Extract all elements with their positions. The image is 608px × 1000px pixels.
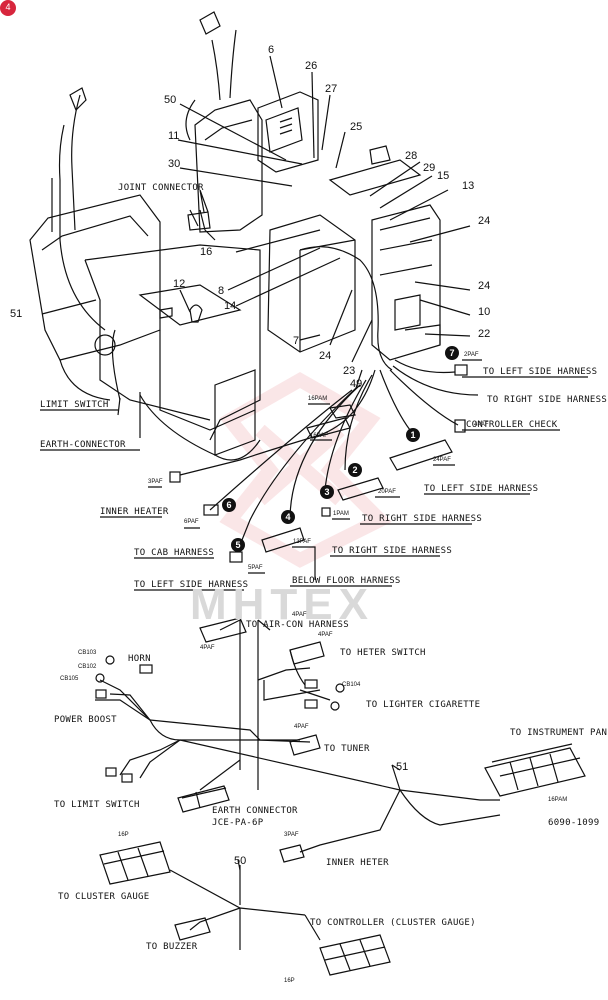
part-51: 51: [10, 308, 23, 320]
part-51-lower: 51: [396, 761, 409, 773]
label-to-instrument-panel: TO INSTRUMENT PANEL: [510, 728, 608, 738]
part-16: 16: [200, 246, 213, 258]
part-8: 8: [218, 285, 225, 297]
code-6paf: 6PAF: [184, 519, 199, 525]
label-joint-connector: JOINT CONNECTOR: [118, 183, 204, 193]
label-to-heter-switch: TO HETER SWITCH: [340, 648, 426, 658]
label-to-lighter-cigarette: TO LIGHTER CIGARETTE: [366, 700, 481, 710]
label-inner-heater: INNER HEATER: [100, 507, 169, 517]
part-28: 28: [405, 150, 418, 162]
part-23: 23: [343, 365, 356, 377]
callout-5: 5: [231, 538, 245, 552]
code-16p-a: 16P: [118, 832, 129, 838]
label-to-air-con-harness: TO AIR-CON HARNESS: [246, 620, 349, 630]
label-to-limit-switch: TO LIMIT SWITCH: [54, 800, 140, 810]
part-10: 10: [478, 306, 491, 318]
code-3paf: 3PAF: [148, 479, 163, 485]
part-26: 26: [305, 60, 318, 72]
part-49: 49: [350, 378, 363, 390]
part-7: 7: [293, 335, 300, 347]
label-to-cluster-gauge: TO CLUSTER GAUGE: [58, 892, 150, 902]
code-4paf: 4PAF: [474, 422, 489, 428]
label-inner-heter: INNER HETER: [326, 858, 389, 868]
label-to-right-side-harness-c: TO RIGHT SIDE HARNESS: [332, 546, 453, 556]
part-15: 15: [437, 170, 450, 182]
part-30: 30: [168, 158, 181, 170]
page-corner-badge: 4: [0, 0, 16, 16]
code-cb104: CB104: [342, 682, 361, 688]
code-4paf-d: 4PAF: [292, 612, 307, 618]
part-29: 29: [423, 162, 436, 174]
code-1pam: 1PAM: [333, 511, 349, 517]
code-20paf: 20PAF: [378, 489, 396, 495]
code-cb102: CB102: [78, 664, 97, 670]
code-4paf-a: 4PAF: [200, 645, 215, 651]
code-4paf-b: 4PAF: [318, 632, 333, 638]
label-drawing-number: 6090-1099: [548, 818, 600, 828]
part-24-c: 24: [319, 350, 332, 362]
watermark-text: MHTEX: [190, 580, 374, 629]
part-12: 12: [173, 278, 186, 290]
code-5paf: 5PAF: [248, 565, 263, 571]
callout-1: 1: [406, 428, 420, 442]
part-22: 22: [478, 328, 491, 340]
callout-2: 2: [348, 463, 362, 477]
label-to-left-side-harness-a: TO LEFT SIDE HARNESS: [483, 367, 598, 377]
callout-4: 4: [281, 510, 295, 524]
code-16paf: 16PAF: [310, 433, 328, 439]
part-24-b: 24: [478, 280, 491, 292]
code-2paf: 2PAF: [464, 352, 479, 358]
part-50: 50: [164, 94, 177, 106]
code-13paf: 13PAF: [293, 539, 311, 545]
code-16p-b: 16P: [284, 978, 295, 984]
part-11: 11: [168, 130, 180, 142]
part-27: 27: [325, 83, 338, 95]
part-14: 14: [224, 300, 237, 312]
label-earth-code: JCE-PA-6P: [212, 818, 264, 828]
part-13: 13: [462, 180, 475, 192]
label-to-left-side-harness-b: TO LEFT SIDE HARNESS: [424, 484, 539, 494]
part-50-lower: 50: [234, 855, 247, 867]
code-16pam: 16PAM: [308, 396, 328, 402]
part-25: 25: [350, 121, 363, 133]
label-earth-connector-lower: EARTH CONNECTOR: [212, 806, 298, 816]
callout-3: 3: [320, 485, 334, 499]
code-4paf-c: 4PAF: [294, 724, 309, 730]
part-6: 6: [268, 44, 275, 56]
label-to-right-side-harness-a: TO RIGHT SIDE HARNESS: [487, 395, 608, 405]
label-to-controller: TO CONTROLLER (CLUSTER GAUGE): [310, 918, 476, 928]
label-to-right-side-harness-b: TO RIGHT SIDE HARNESS: [362, 514, 483, 524]
label-below-floor-harness: BELOW FLOOR HARNESS: [292, 576, 401, 586]
label-limit-switch: LIMIT SWITCH: [40, 400, 109, 410]
code-cb103: CB103: [78, 650, 97, 656]
label-to-tuner: TO TUNER: [324, 744, 370, 754]
part-24-a: 24: [478, 215, 491, 227]
label-earth-connector: EARTH-CONNECTOR: [40, 440, 126, 450]
label-power-boost: POWER BOOST: [54, 715, 117, 725]
label-to-left-side-harness-c: TO LEFT SIDE HARNESS: [134, 580, 249, 590]
label-horn: HORN: [128, 654, 151, 664]
code-16pam-lower: 16PAM: [548, 797, 568, 803]
callout-7: 7: [445, 346, 459, 360]
code-24paf: 24PAF: [433, 457, 451, 463]
label-to-cab-harness: TO CAB HARNESS: [134, 548, 215, 558]
label-controller-check: CONTROLLER CHECK: [466, 420, 558, 430]
label-to-buzzer: TO BUZZER: [146, 942, 198, 952]
code-3paf-lower: 3PAF: [284, 832, 299, 838]
code-cb105: CB105: [60, 676, 79, 682]
callout-6: 6: [222, 498, 236, 512]
